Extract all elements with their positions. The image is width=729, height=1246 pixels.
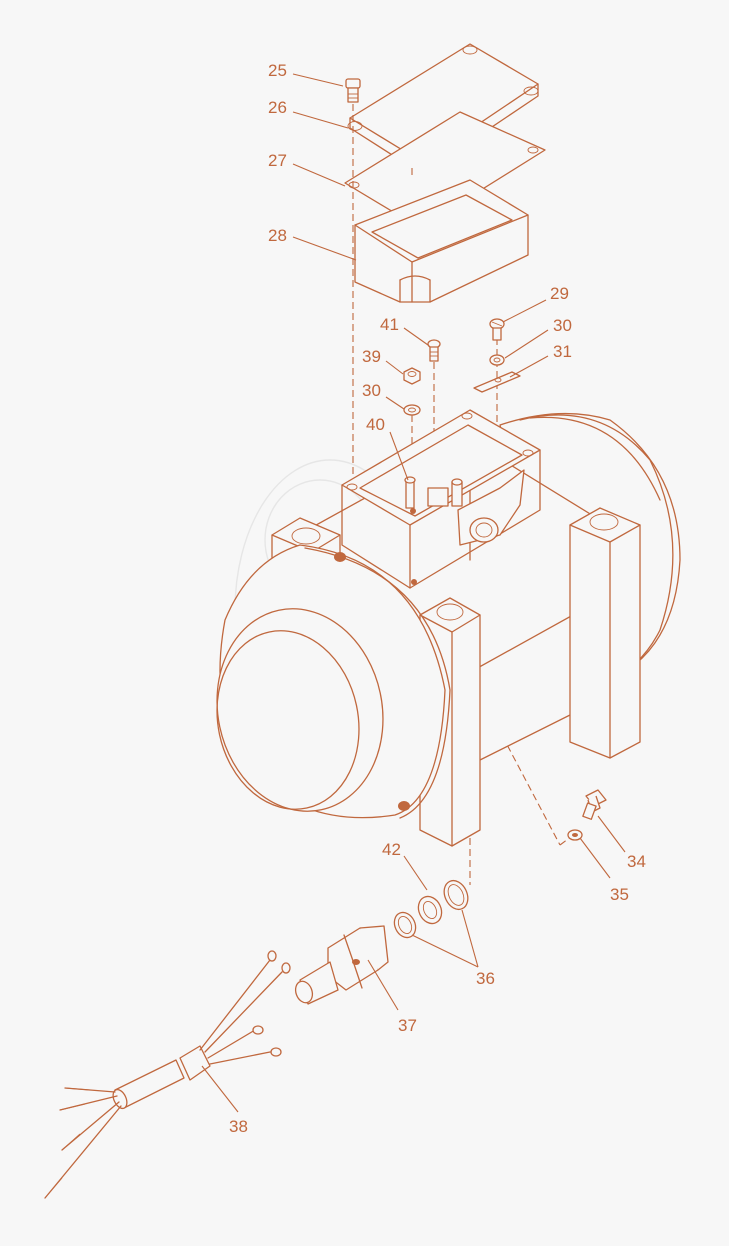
label-30-top: 30: [553, 316, 572, 335]
label-27: 27: [268, 151, 287, 170]
label-26: 26: [268, 98, 287, 117]
terminal-box-frame: [354, 179, 529, 303]
label-30-bottom: 30: [362, 381, 381, 400]
label-34: 34: [627, 852, 646, 871]
label-31: 31: [553, 342, 572, 361]
label-28: 28: [268, 226, 287, 245]
motor-body: [271, 412, 681, 847]
cable-gland: [294, 925, 389, 1005]
label-42: 42: [382, 840, 401, 859]
hardware-group: [403, 318, 521, 416]
label-25: 25: [268, 61, 287, 80]
label-29: 29: [550, 284, 569, 303]
terminal-box-base: [341, 409, 541, 589]
gland-seals: [393, 879, 469, 939]
label-38: 38: [229, 1117, 248, 1136]
label-40: 40: [366, 415, 385, 434]
bolt-34-washer-35: [567, 789, 607, 841]
front-end-bell: [216, 544, 451, 819]
label-37: 37: [398, 1016, 417, 1035]
label-39: 39: [362, 347, 381, 366]
label-35: 35: [610, 885, 629, 904]
label-41: 41: [380, 315, 399, 334]
label-36: 36: [476, 969, 495, 988]
screw-25: [345, 78, 361, 103]
callout-labels: 25 26 27 28 29 30 31 41 39 30 40 34 35 4…: [229, 61, 646, 1136]
leader-lines: [201, 73, 626, 1113]
cable-assembly: [44, 950, 291, 1199]
